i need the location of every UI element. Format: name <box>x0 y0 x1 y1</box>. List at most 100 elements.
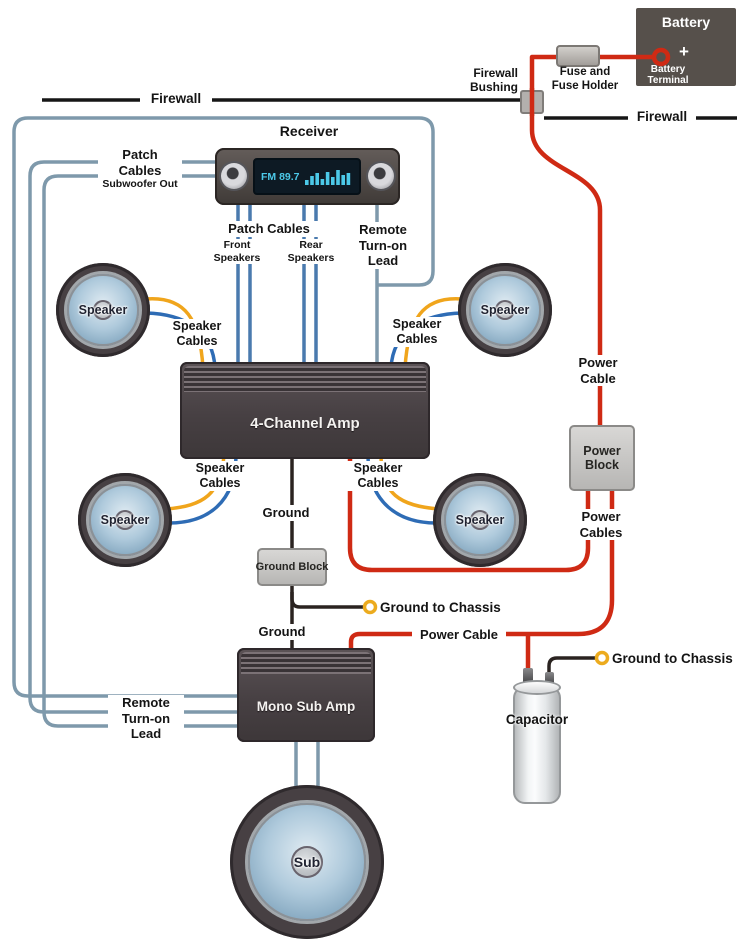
power-block-label-line1: Power <box>583 443 621 458</box>
power-cable-label-right: Power Cable <box>567 355 629 387</box>
speaker-cables-line1: Speaker <box>195 461 245 475</box>
remote-bottom-line3: Lead <box>130 726 162 742</box>
battery-terminal-label-line2: Terminal <box>647 75 689 86</box>
power-cable-label-bottom: Power Cable <box>412 627 506 643</box>
firewall-right-label: Firewall <box>628 109 696 126</box>
amp-heatsink-fins <box>184 366 426 392</box>
ground-block-label: Ground Block <box>255 560 329 573</box>
speaker-cables-line2: Cables <box>396 332 438 346</box>
capacitor-positive-post <box>523 668 533 688</box>
patch-cables-subwoofer-line1: Patch <box>122 147 158 162</box>
rear-speakers-label: Rear Speakers <box>281 239 341 265</box>
battery-terminal-label-line1: Battery <box>650 64 686 75</box>
rear-speakers-line2: Speakers <box>287 251 335 264</box>
ground-to-chassis-label-1: Ground to Chassis <box>380 600 501 615</box>
receiver-display: FM 89.7 <box>253 158 361 195</box>
ground-wire-to-chassis-2 <box>547 656 596 678</box>
fuse-holder <box>556 45 600 67</box>
ground-label-2: Ground <box>254 624 310 640</box>
front-speakers-line2: Speakers <box>213 251 261 264</box>
receiver: FM 89.7 <box>215 148 400 205</box>
speaker-cone <box>89 484 161 556</box>
battery-plus-sign: + <box>679 42 689 61</box>
speaker-bottom-left: Speaker <box>78 473 172 567</box>
patch-cables-label: Patch Cables <box>219 221 319 237</box>
speaker-cables-line2: Cables <box>357 476 399 490</box>
receiver-title-label: Receiver <box>279 123 339 139</box>
remote-top-line3: Lead <box>367 253 399 269</box>
speaker-cables-line2: Cables <box>199 476 241 490</box>
power-block: Power Block <box>569 425 635 491</box>
capacitor <box>513 686 561 804</box>
speaker-cables-label-top-left: Speaker Cables <box>161 319 233 349</box>
firewall-bushing <box>520 90 544 114</box>
remote-turn-on-label-bottom: Remote Turn-on Lead <box>108 695 184 742</box>
speaker-dust-cap <box>93 300 113 320</box>
ring-terminal-chassis-1-icon <box>362 599 378 615</box>
subwoofer: Sub <box>230 785 384 939</box>
display-frequency: FM 89.7 <box>261 170 300 183</box>
remote-turn-on-label-top: Remote Turn-on Lead <box>345 222 421 269</box>
speaker-dust-cap <box>470 510 490 530</box>
power-cables-line2: Cables <box>579 524 623 540</box>
firewall-left-label: Firewall <box>140 91 212 108</box>
speaker-cables-label-top-right: Speaker Cables <box>381 317 453 347</box>
rear-speakers-line1: Rear <box>299 239 323 251</box>
speaker-cables-line1: Speaker <box>392 317 442 331</box>
firewall-bushing-label: Firewall Bushing <box>428 66 518 95</box>
speaker-top-right: Speaker <box>458 263 552 357</box>
ring-terminal-chassis-2-icon <box>594 650 610 666</box>
speaker-cables-label-bottom-left: Speaker Cables <box>184 461 256 491</box>
capacitor-label: Capacitor <box>505 712 569 727</box>
subwoofer-cone <box>248 803 366 921</box>
ground-wire-to-chassis-1 <box>290 592 364 609</box>
firewall-bushing-label-line2: Bushing <box>470 80 518 95</box>
speaker-cables-line2: Cables <box>176 334 218 348</box>
four-channel-amp-label: 4-Channel Amp <box>250 415 360 432</box>
fuse-holder-label-line1: Fuse and <box>559 66 611 78</box>
ground-to-chassis-label-2: Ground to Chassis <box>612 651 733 666</box>
speaker-cone <box>469 274 541 346</box>
speaker-label: Speaker <box>100 513 150 527</box>
front-speakers-label: Front Speakers <box>207 239 267 265</box>
speaker-cables-label-bottom-right: Speaker Cables <box>342 461 414 491</box>
speaker-dust-cap <box>115 510 135 530</box>
amp-heatsink-fins <box>241 652 371 674</box>
subwoofer-out-label: Subwoofer Out <box>102 178 178 191</box>
speaker-cables-line1: Speaker <box>172 319 222 333</box>
speaker-bottom-right: Speaker <box>433 473 527 567</box>
power-cable-line1: Power <box>578 355 618 370</box>
power-cables-label: Power Cables <box>566 509 636 541</box>
speaker-label: Speaker <box>480 303 530 317</box>
speaker-cone <box>444 484 516 556</box>
speaker-cone <box>67 274 139 346</box>
remote-top-line1: Remote <box>359 222 407 237</box>
speaker-dust-cap <box>495 300 515 320</box>
mono-sub-amp-label: Mono Sub Amp <box>256 698 356 714</box>
battery-title: Battery <box>661 14 711 30</box>
tuning-knob-icon <box>368 163 394 189</box>
firewall-bushing-label-line1: Firewall <box>473 66 518 80</box>
speaker-label: Speaker <box>455 513 505 527</box>
mono-sub-amp: Mono Sub Amp <box>237 648 375 742</box>
ground-block: Ground Block <box>255 548 329 586</box>
speaker-cables-line1: Speaker <box>353 461 403 475</box>
fuse-holder-label: Fuse and Fuse Holder <box>538 66 632 94</box>
spectrum-bars-icon <box>304 169 350 185</box>
battery-terminal-label: Battery Terminal <box>638 64 698 86</box>
power-cables-line1: Power <box>581 509 621 524</box>
front-speakers-line1: Front <box>223 239 251 251</box>
volume-knob-icon <box>221 163 247 189</box>
fuse-holder-label-line2: Fuse Holder <box>551 79 619 92</box>
remote-top-line2: Turn-on <box>358 237 408 253</box>
battery: Battery + Battery Terminal <box>636 8 736 86</box>
remote-bottom-line1: Remote <box>122 695 170 710</box>
subwoofer-label: Sub <box>293 854 321 870</box>
speaker-top-left: Speaker <box>56 263 150 357</box>
ground-label-1: Ground <box>258 505 314 521</box>
speaker-label: Speaker <box>78 303 128 317</box>
capacitor-top-cap <box>513 680 561 695</box>
power-cable-line2: Cable <box>580 370 616 386</box>
power-block-label-line2: Block <box>584 458 620 472</box>
